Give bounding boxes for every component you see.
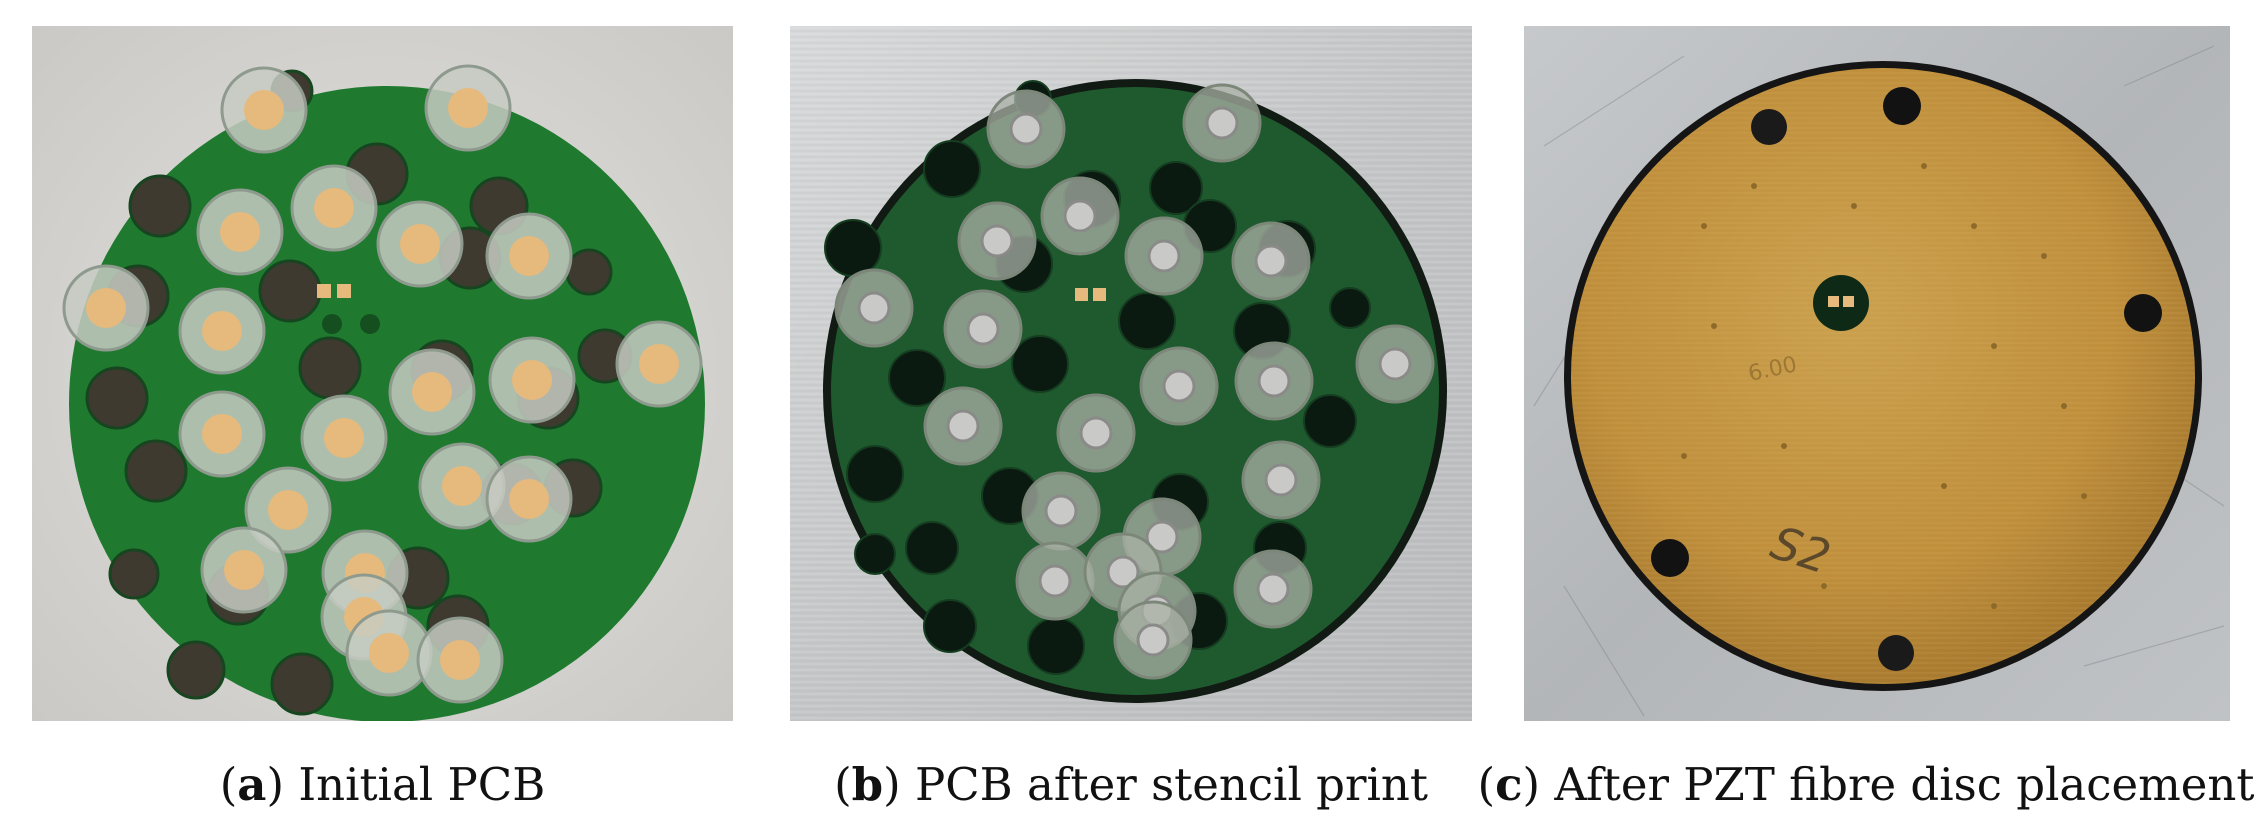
via [360,314,380,334]
caption-c: (c) After PZT fibre disc placement [1477,758,2255,811]
copper-pad [512,360,552,400]
mounting-hole [2124,294,2162,332]
panel-c-photo: 6.00 S2 [1524,26,2230,721]
copper-pad [202,311,242,351]
board-hole [128,174,192,238]
board-hole [85,366,149,430]
solder-paste [1205,106,1239,140]
copper-pad [86,288,126,328]
centre-pad [1075,288,1088,301]
solder-pads [62,64,703,704]
solder-paste [1256,572,1290,606]
copper-pad [244,90,284,130]
centre-pad [1093,288,1106,301]
copper-pad [202,414,242,454]
mounting-hole [1651,539,1689,577]
board-hole [108,548,160,600]
copper-pad [220,212,260,252]
board-hole [1329,287,1371,329]
solder-paste [1257,364,1291,398]
board-hole [1027,617,1085,675]
board-hole [854,533,896,575]
copper-pad [639,344,679,384]
centre-pad [337,284,351,298]
solder-paste [1044,494,1078,528]
panel-a-photo [32,26,733,721]
copper-pad [400,224,440,264]
solder-paste [1254,244,1288,278]
fibre-texture [1571,68,2195,684]
copper-pad [440,640,480,680]
centre-pad [1843,296,1854,307]
copper-pad [509,479,549,519]
solder-paste [980,224,1014,258]
board-hole [824,219,882,277]
board-hole [1011,335,1069,393]
solder-paste-pads [834,83,1435,680]
solder-paste [1264,463,1298,497]
centre-pad [1828,296,1839,307]
caption-a-text: Initial PCB [298,758,546,811]
solder-paste [1106,555,1140,589]
board-hole [923,599,977,653]
solder-paste [1378,347,1412,381]
copper-pad [268,490,308,530]
solder-paste [857,291,891,325]
board-hole [1303,394,1357,448]
solder-paste [1079,416,1113,450]
board-hole [565,248,613,296]
caption-a: (a) Initial PCB [219,758,546,811]
board-hole [923,140,981,198]
board-hole [846,445,904,503]
board-hole [1149,161,1203,215]
caption-b-text: PCB after stencil print [914,758,1428,811]
board-hole [258,259,322,323]
board-hole [124,439,188,503]
caption-a-letter: a [237,758,267,811]
solder-paste [1063,199,1097,233]
caption-c-letter: c [1495,758,1523,811]
caption-b-letter: b [851,758,884,811]
copper-pad [369,633,409,673]
copper-pad [314,188,354,228]
solder-paste [946,409,980,443]
copper-pad [442,466,482,506]
copper-pad [324,418,364,458]
centre-pad [317,284,331,298]
mounting-hole [1878,635,1914,671]
board-hole [905,521,959,575]
board-hole [298,336,362,400]
solder-paste [966,312,1000,346]
copper-pad [509,236,549,276]
via [322,314,342,334]
panel-b-photo [790,26,1472,721]
centre-window [1813,275,1869,331]
mounting-hole [1751,109,1787,145]
caption-c-text: After PZT fibre disc placement [1554,758,2255,811]
caption-b: (b) PCB after stencil print [834,758,1428,811]
solder-paste [1136,623,1170,657]
solder-paste [1162,369,1196,403]
solder-paste [1145,520,1179,554]
board-hole [270,652,334,716]
copper-pad [448,88,488,128]
solder-paste [1038,564,1072,598]
board-hole [888,349,946,407]
board-hole [1118,292,1176,350]
surface-dots [1681,163,2087,609]
board-hole [166,640,226,700]
solder-paste [1147,239,1181,273]
mounting-hole [1883,87,1921,125]
solder-paste [1009,112,1043,146]
copper-pad [224,550,264,590]
copper-pad [412,372,452,412]
